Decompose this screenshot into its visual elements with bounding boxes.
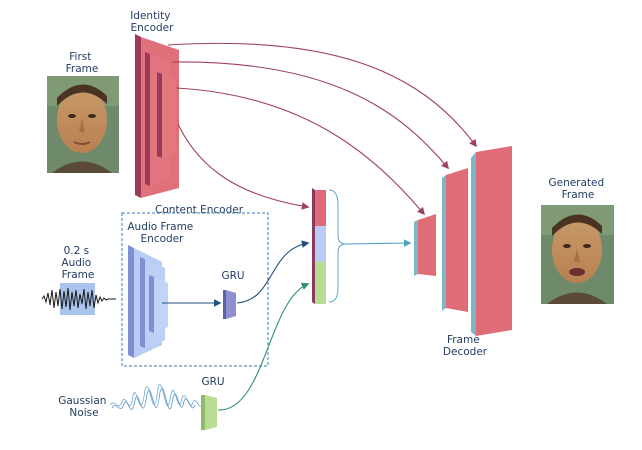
identity-encoder-label: Identity Encoder (130, 10, 174, 34)
identity-arrows (167, 42, 477, 216)
first-frame-face-photo (47, 76, 119, 173)
identity-to-latent-arrow (177, 123, 310, 210)
identity-encoder (135, 34, 179, 198)
gru-audio-label: GRU (221, 270, 244, 282)
frame-decoder (414, 146, 512, 336)
first-frame-label: First Frame (66, 51, 99, 75)
audio-waveform-icon (41, 287, 116, 311)
latent-to-decoder-arrow (344, 239, 412, 247)
latent-identity-segment (315, 190, 326, 226)
latent-brace (328, 189, 346, 303)
latent-vector (312, 188, 326, 304)
frame-decoder-label: Frame Decoder (443, 334, 488, 358)
latent-content-segment (315, 226, 326, 262)
gru-noise-block (201, 395, 217, 430)
gru-noise-label: GRU (201, 376, 224, 388)
content-encoder-box (121, 212, 269, 367)
audio-frame-label: 0.2 s Audio Frame (61, 245, 94, 281)
generated-frame-label: Generated Frame (548, 177, 607, 201)
gaussian-noise-label: Gaussian Noise (58, 395, 110, 419)
latent-noise-segment (315, 262, 326, 304)
identity-to-decoder3-arrow (167, 42, 477, 148)
gru-noise-to-latent-arrow (217, 282, 310, 411)
audio-frame-encoder (128, 245, 168, 358)
content-encoder-label: Content Encoder (155, 204, 244, 216)
audio-arrows (162, 240, 310, 307)
gru-to-latent-arrow (236, 240, 310, 304)
gaussian-noise-wave2 (111, 388, 196, 410)
gru-audio-block (223, 290, 236, 319)
identity-to-decoder2-arrow (171, 61, 449, 170)
generated-frame-face-photo (541, 205, 614, 304)
identity-to-decoder1-arrow (175, 87, 425, 216)
audio-frame-encoder-label: Audio Frame Encoder (127, 221, 196, 245)
